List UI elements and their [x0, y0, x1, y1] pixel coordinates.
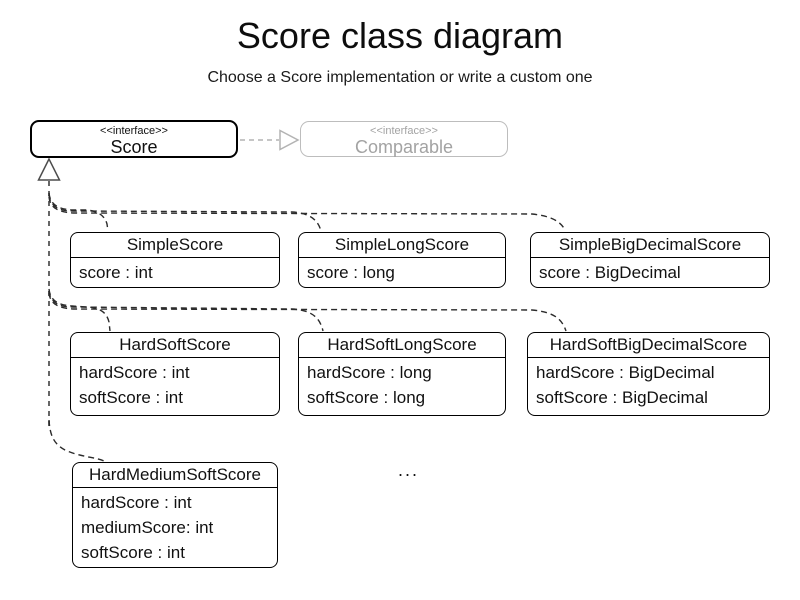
class-name: HardSoftBigDecimalScore	[549, 335, 748, 354]
generalization-line-simplescore	[48, 192, 109, 232]
class-name: HardSoftScore	[119, 335, 231, 354]
class-attribute: hardScore : int	[79, 363, 190, 382]
class-attribute: softScore : long	[307, 388, 426, 407]
class-box-simplebigdecimalscore: SimpleBigDecimalScore score : BigDecimal	[530, 232, 770, 288]
page-title: Score class diagram	[236, 15, 564, 56]
interface-box-comparable: <<interface>> Comparable	[300, 121, 508, 157]
class-attribute: hardScore : BigDecimal	[536, 363, 715, 382]
attribute-compartment: score : BigDecimal	[531, 257, 769, 287]
class-attribute: hardScore : long	[307, 363, 432, 382]
generalization-line-hardsoftlongscore	[48, 290, 324, 332]
interface-name: Comparable	[354, 137, 454, 157]
class-attribute: mediumScore: int	[81, 518, 214, 537]
interface-name: Score	[110, 137, 158, 157]
class-box-hardmediumsoftscore: HardMediumSoftScore hardScore : int medi…	[72, 462, 278, 568]
class-attribute: score : int	[79, 263, 153, 282]
attribute-compartment: hardScore : int softScore : int	[71, 357, 279, 412]
attribute-compartment: score : int	[71, 257, 279, 287]
class-name: SimpleLongScore	[334, 235, 470, 254]
attribute-compartment: hardScore : BigDecimal softScore : BigDe…	[528, 357, 769, 412]
generalization-line-hardsoftbigdecimalscore	[48, 292, 567, 332]
stereotype-label: <<interface>>	[370, 125, 438, 137]
class-attribute: hardScore : int	[81, 493, 192, 512]
class-attribute: softScore : int	[79, 388, 183, 407]
class-box-hardsoftlongscore: HardSoftLongScore hardScore : long softS…	[298, 332, 506, 416]
generalization-line-hardmediumsoftscore	[48, 419, 105, 462]
class-box-hardsoftbigdecimalscore: HardSoftBigDecimalScore hardScore : BigD…	[527, 332, 770, 416]
realization-arrowhead-icon	[279, 129, 300, 151]
attribute-compartment: score : long	[299, 257, 505, 287]
attribute-compartment: hardScore : int mediumScore: int softSco…	[73, 487, 277, 567]
page-subtitle: Choose a Score implementation or write a…	[207, 69, 593, 86]
generalization-line-simplelongscore	[48, 194, 322, 232]
more-implementations-ellipsis: ...	[398, 460, 420, 480]
generalization-line-hardsoftscore	[48, 288, 111, 332]
class-name: HardMediumSoftScore	[89, 465, 261, 484]
class-name: SimpleScore	[126, 235, 224, 254]
class-attribute: score : long	[307, 263, 395, 282]
class-attribute: score : BigDecimal	[539, 263, 681, 282]
class-box-simplelongscore: SimpleLongScore score : long	[298, 232, 506, 288]
stereotype-label: <<interface>>	[100, 125, 168, 137]
interface-box-score: <<interface>> Score	[30, 120, 238, 158]
class-name: SimpleBigDecimalScore	[558, 235, 742, 254]
generalization-arrowhead-icon	[37, 157, 61, 181]
class-attribute: softScore : BigDecimal	[536, 388, 708, 407]
class-box-hardsoftscore: HardSoftScore hardScore : int softScore …	[70, 332, 280, 416]
class-attribute: softScore : int	[81, 543, 185, 562]
generalization-line-simplebigdecimalscore	[48, 196, 566, 231]
attribute-compartment: hardScore : long softScore : long	[299, 357, 505, 412]
class-box-simplescore: SimpleScore score : int	[70, 232, 280, 288]
class-name: HardSoftLongScore	[327, 335, 477, 354]
